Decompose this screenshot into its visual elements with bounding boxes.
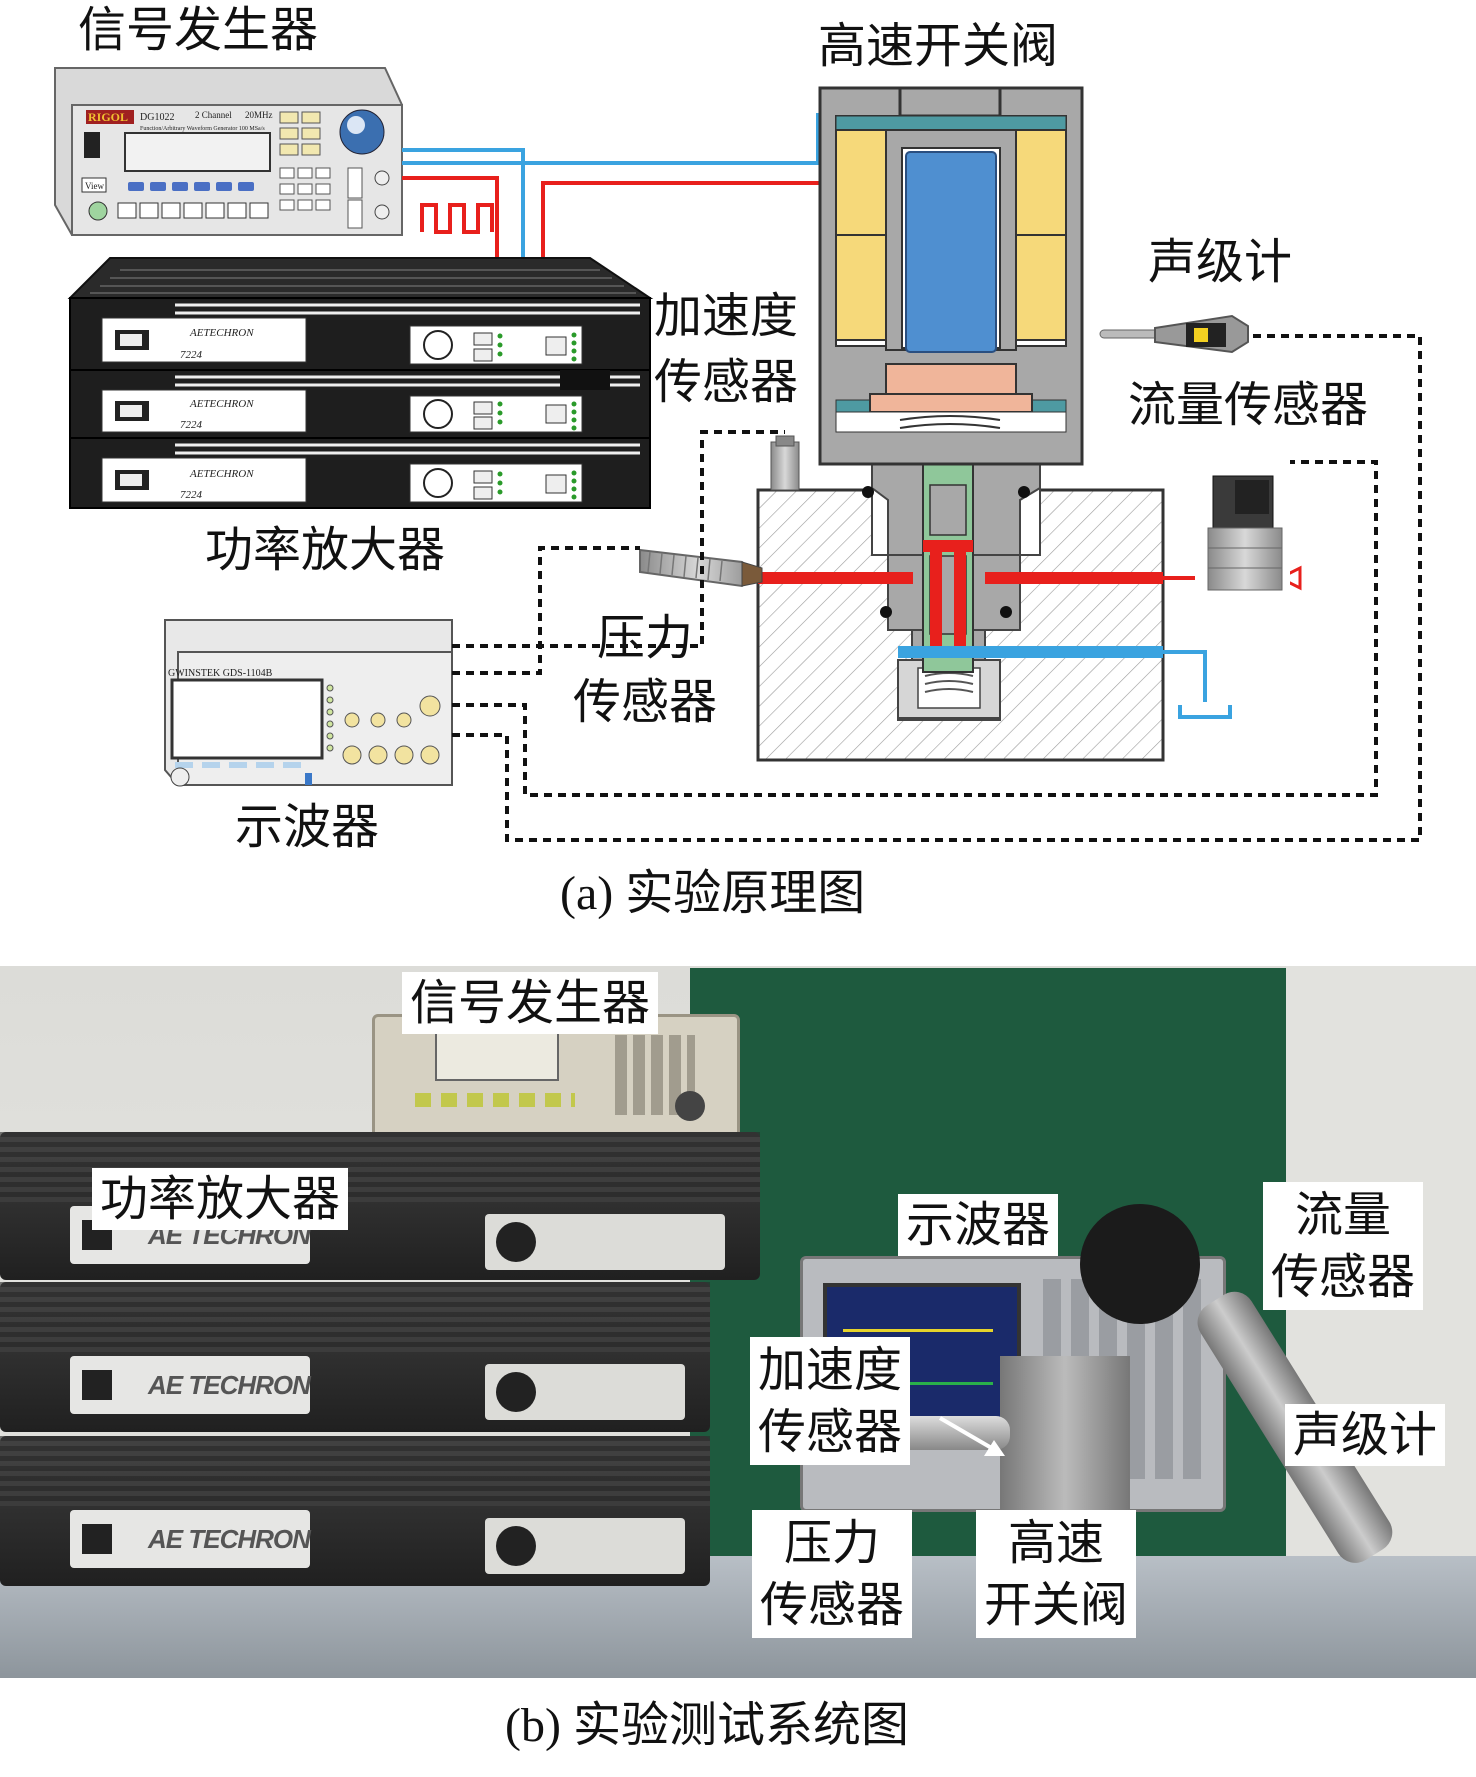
amp3-brand-text: AETECHRON xyxy=(189,468,254,480)
amp1-brand-text: AETECHRON xyxy=(189,327,254,339)
sensor-signal-wires xyxy=(452,334,1422,842)
amp3-model-text: 7224 xyxy=(180,489,203,501)
signal-generator-device: RIGOL DG1022 2 Channel 20MHz Function/Ar… xyxy=(54,67,403,236)
sg-view-text: View xyxy=(85,181,104,191)
label-signal-generator: 信号发生器 xyxy=(78,2,319,58)
photo-amp3-brand: AE TECHRON xyxy=(148,1524,311,1554)
photo-label-accelerometer: 加速度 传感器 xyxy=(750,1337,911,1465)
photo-label-oscilloscope: 示波器 xyxy=(898,1194,1059,1256)
sg-freq-text: 20MHz xyxy=(245,110,273,120)
amplifier-unit-2: AETECHRON 7224 xyxy=(69,369,651,439)
label-sound-level-meter: 声级计 xyxy=(1148,234,1293,290)
photo-label-power-amplifier: 功率放大器 xyxy=(92,1168,349,1230)
sg-channels-text: 2 Channel xyxy=(195,110,232,120)
label-high-speed-valve: 高速开关阀 xyxy=(818,18,1059,74)
amplifier-unit-3: AETECHRON 7224 xyxy=(69,437,651,509)
label-flow-sensor: 流量传感器 xyxy=(1128,377,1369,433)
photo-sound-meter-foam xyxy=(1080,1204,1200,1324)
caption-schematic: (a) 实验原理图 xyxy=(560,867,866,920)
osc-brand-text: GWINSTEK GDS-1104B xyxy=(168,668,273,679)
photo-label-flow-sensor: 流量 传感器 xyxy=(1263,1182,1424,1310)
label-pressure-sensor: 压力 传感器 xyxy=(573,610,718,730)
square-wave-symbol xyxy=(420,203,494,234)
label-power-amplifier: 功率放大器 xyxy=(205,522,446,578)
photo-amplifier-2: AE TECHRON xyxy=(0,1282,710,1432)
caption-photo: (b) 实验测试系统图 xyxy=(505,1699,909,1752)
label-accelerometer: 加速度 传感器 xyxy=(654,288,799,410)
photo-amplifier-3: AE TECHRON xyxy=(0,1436,710,1586)
amp2-brand-text: AETECHRON xyxy=(189,398,254,410)
flow-sensor-device xyxy=(1195,470,1290,591)
photo-label-high-speed-valve: 高速 开关阀 xyxy=(976,1510,1137,1638)
photo-label-signal-generator: 信号发生器 xyxy=(402,972,659,1034)
pressure-sensor-device xyxy=(639,548,763,588)
sound-level-meter-device xyxy=(1099,314,1249,354)
sg-desc-text: Function/Arbitrary Waveform Generator 10… xyxy=(140,125,265,132)
photo-label-sound-level-meter: 声级计 xyxy=(1285,1404,1446,1466)
amp2-model-text: 7224 xyxy=(180,419,203,431)
amp1-model-text: 7224 xyxy=(180,349,203,361)
accelerometer-sensor xyxy=(770,435,800,491)
power-amplifier-stack: AETECHRON 7224 AETECHRON 7224 xyxy=(67,257,654,509)
label-oscilloscope: 示波器 xyxy=(235,799,380,855)
flow-channels xyxy=(758,540,1302,719)
photo-label-pressure-sensor: 压力 传感器 xyxy=(752,1510,913,1638)
sg-brand-text: RIGOL xyxy=(88,110,128,124)
high-speed-valve-solenoid xyxy=(818,86,1084,466)
experiment-schematic: RIGOL DG1022 2 Channel 20MHz Function/Ar… xyxy=(54,67,1422,842)
oscilloscope-device: GWINSTEK GDS-1104B xyxy=(164,619,453,787)
photo-amp2-brand: AE TECHRON xyxy=(148,1370,311,1400)
amplifier-unit-1: AETECHRON 7224 xyxy=(69,297,651,371)
sg-model-text: DG1022 xyxy=(140,112,174,123)
